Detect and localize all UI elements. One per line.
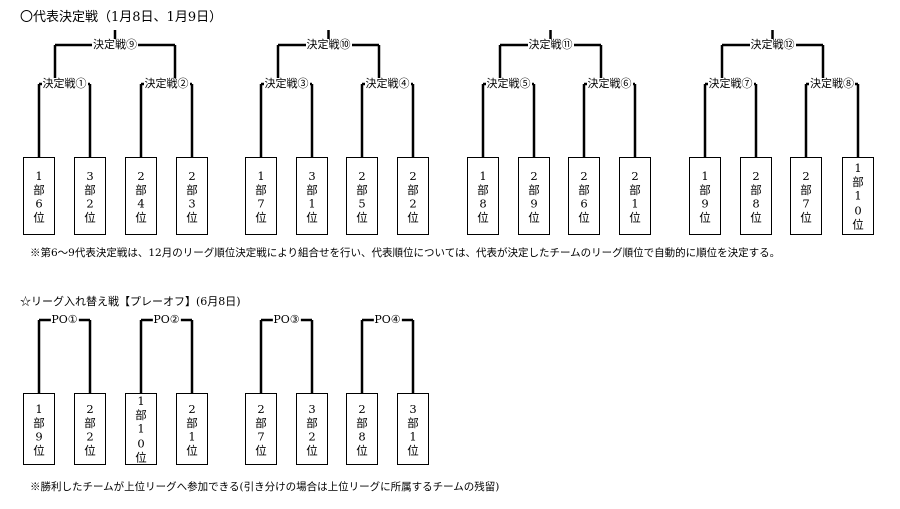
team-box: 2部3位 <box>176 157 208 235</box>
semi-match-label: 決定戦⑧ <box>809 77 855 90</box>
team-name: 1部10位 <box>851 161 865 231</box>
team-name: 3部1位 <box>305 168 319 224</box>
team-name: 2部5位 <box>355 168 369 224</box>
team-name: 1部10位 <box>134 394 148 464</box>
section1-note: ※第6～9代表決定戦は、12月のリーグ順位決定戦により組合せを行い、代表順位につ… <box>30 247 781 259</box>
team-box: 3部2位 <box>296 393 328 465</box>
team-box: 2部4位 <box>125 157 157 235</box>
team-box: 2部5位 <box>346 157 378 235</box>
final-match-label: 決定戦⑪ <box>527 38 574 51</box>
team-box: 2部6位 <box>568 157 600 235</box>
section2-title: ☆リーグ入れ替え戦【プレーオフ】(6月8日) <box>20 295 241 308</box>
team-box: 1部6位 <box>23 157 55 235</box>
team-name: 1部8位 <box>476 168 490 224</box>
semi-match-label: 決定戦③ <box>263 77 310 90</box>
team-box: 2部7位 <box>245 393 277 465</box>
team-name: 2部8位 <box>749 168 763 224</box>
final-match-label: 決定戦⑨ <box>92 38 138 51</box>
final-match-label: 決定戦⑫ <box>749 38 796 51</box>
team-box: 2部8位 <box>346 393 378 465</box>
team-name: 1部9位 <box>698 168 712 224</box>
final-match-label: 決定戦⑩ <box>305 38 352 51</box>
section2-note: ※勝利したチームが上位リーグへ参加できる(引き分けの場合は上位リーグに所属するチ… <box>30 481 500 493</box>
team-box: 3部1位 <box>296 157 328 235</box>
team-box: 1部10位 <box>842 157 874 235</box>
team-box: 1部8位 <box>467 157 499 235</box>
team-box: 2部7位 <box>790 157 822 235</box>
po-match-label: PO③ <box>272 313 301 326</box>
team-box: 1部9位 <box>23 393 55 465</box>
team-name: 1部7位 <box>254 168 268 224</box>
team-name: 2部1位 <box>628 168 642 224</box>
team-box: 1部9位 <box>689 157 721 235</box>
section1-title: 〇代表決定戦（1月8日、1月9日） <box>20 10 223 25</box>
team-name: 2部8位 <box>355 401 369 457</box>
semi-match-label: 決定戦① <box>41 77 88 90</box>
semi-match-label: 決定戦⑥ <box>586 77 633 90</box>
team-box: 2部1位 <box>176 393 208 465</box>
team-box: 2部2位 <box>74 393 106 465</box>
team-box: 1部10位 <box>125 393 157 465</box>
team-box: 2部9位 <box>518 157 550 235</box>
team-name: 3部2位 <box>83 168 97 224</box>
team-name: 2部9位 <box>527 168 541 224</box>
po-match-label: PO④ <box>373 313 402 326</box>
semi-match-label: 決定戦⑦ <box>707 77 754 90</box>
semi-match-label: 決定戦② <box>143 77 190 90</box>
team-name: 1部6位 <box>32 168 46 224</box>
po-match-label: PO① <box>50 313 79 326</box>
team-box: 2部1位 <box>619 157 651 235</box>
team-name: 2部1位 <box>185 401 199 457</box>
team-box: 2部2位 <box>397 157 429 235</box>
team-name: 2部2位 <box>406 168 420 224</box>
team-name: 2部3位 <box>185 168 199 224</box>
team-name: 2部7位 <box>799 168 813 224</box>
team-name: 2部4位 <box>134 168 148 224</box>
team-box: 3部2位 <box>74 157 106 235</box>
team-name: 2部7位 <box>254 401 268 457</box>
team-box: 2部8位 <box>740 157 772 235</box>
team-box: 3部1位 <box>397 393 429 465</box>
team-box: 1部7位 <box>245 157 277 235</box>
semi-match-label: 決定戦④ <box>364 77 411 90</box>
team-name: 1部9位 <box>32 401 46 457</box>
team-name: 3部1位 <box>406 401 420 457</box>
team-name: 2部2位 <box>83 401 97 457</box>
team-name: 2部6位 <box>577 168 591 224</box>
po-match-label: PO② <box>152 313 181 326</box>
semi-match-label: 決定戦⑤ <box>485 77 532 90</box>
team-name: 3部2位 <box>305 401 319 457</box>
